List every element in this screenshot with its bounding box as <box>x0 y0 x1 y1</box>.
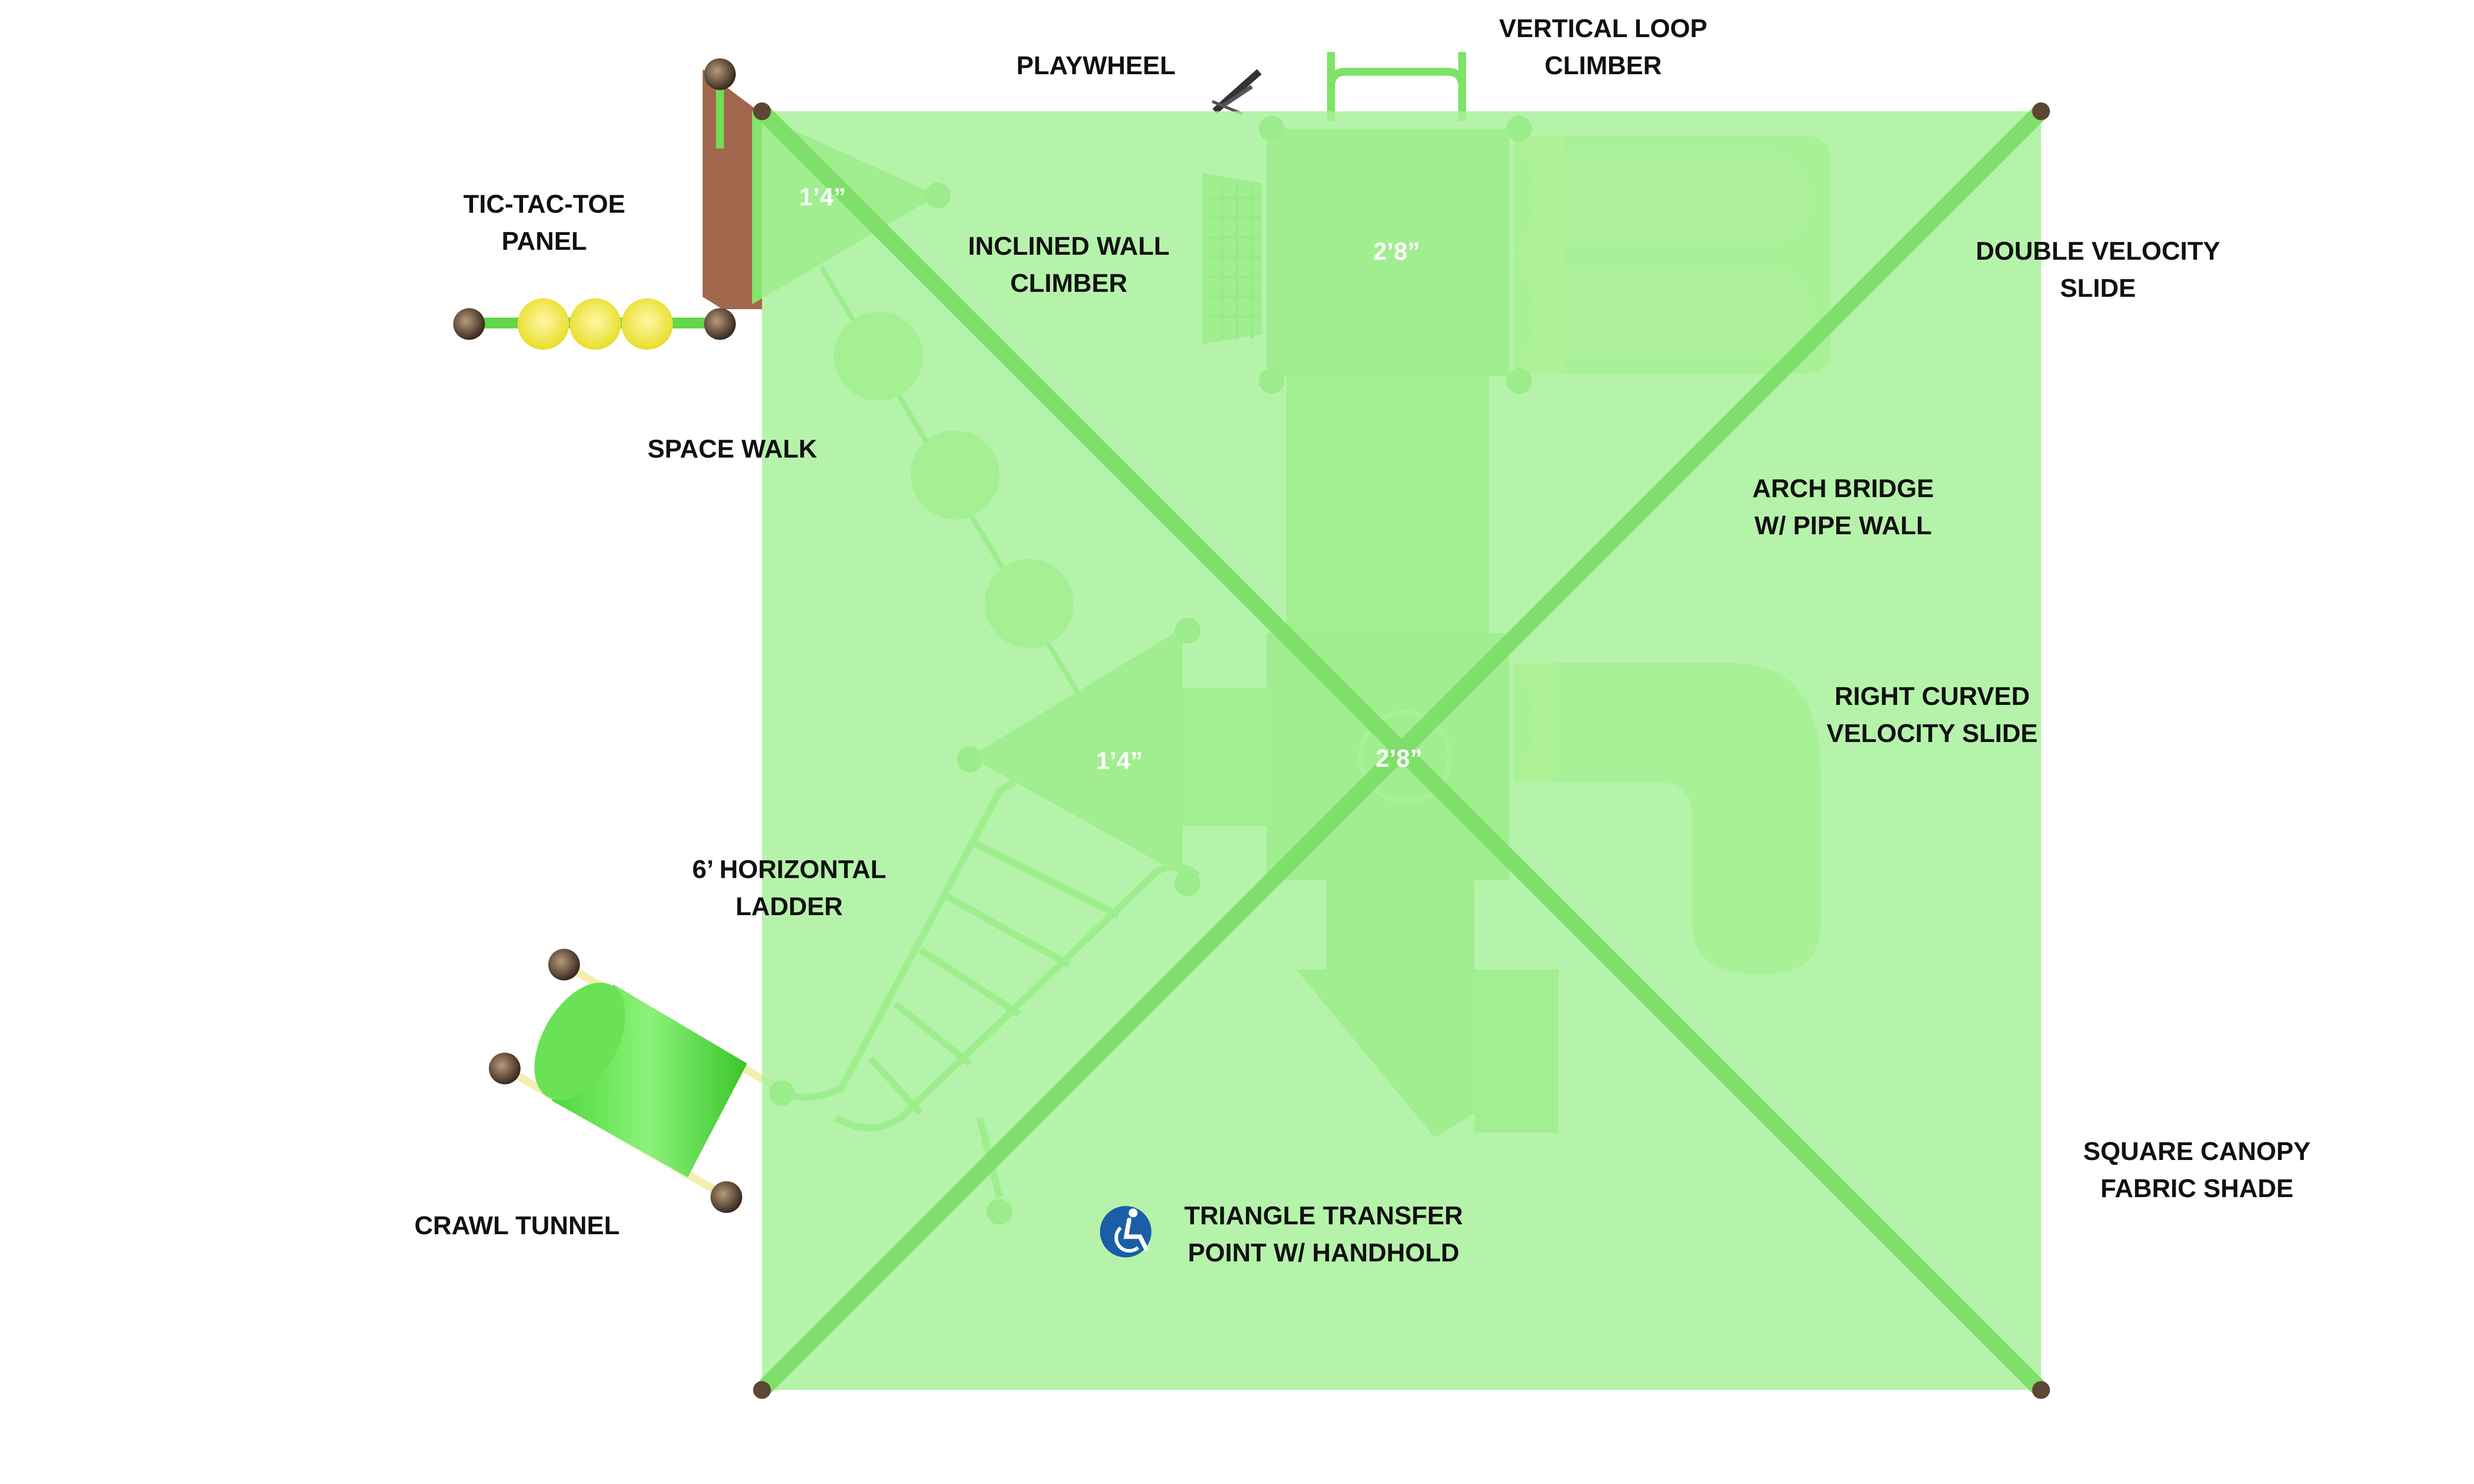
dimension-label: 2’8” <box>1373 237 1420 265</box>
component-labels: PLAYWHEEL VERTICAL LOOP CLIMBER TIC-TAC-… <box>414 14 2310 1267</box>
label-horizontal-ladder: LADDER <box>736 892 843 921</box>
tunnel-opening <box>534 982 625 1100</box>
label-double-velocity-slide: DOUBLE VELOCITY <box>1976 237 2220 266</box>
tic-tac-toe-spinner <box>518 298 569 350</box>
label-right-curved-velocity-slide: RIGHT CURVED <box>1835 682 2030 711</box>
tic-tac-toe-spinner <box>570 298 621 350</box>
tic-tac-toe-spinner <box>621 298 673 350</box>
square-canopy-fabric-shade <box>753 102 2050 1399</box>
loop-climber-bars <box>1327 52 1466 121</box>
label-double-velocity-slide: SLIDE <box>2060 274 2136 303</box>
dimension-label: 2’8” <box>1376 744 1423 772</box>
playwheel <box>1211 69 1262 115</box>
dimension-label: 1’4” <box>799 183 846 211</box>
tic-tac-toe-panel <box>453 58 762 350</box>
label-arch-bridge: ARCH BRIDGE <box>1753 474 1934 503</box>
label-playwheel: PLAYWHEEL <box>1016 51 1176 80</box>
label-inclined-wall-climber: INCLINED WALL <box>968 232 1169 261</box>
label-crawl-tunnel: CRAWL TUNNEL <box>414 1211 619 1240</box>
label-vertical-loop-climber: VERTICAL LOOP <box>1499 14 1708 43</box>
post-icon <box>489 1053 521 1084</box>
crawl-tunnel <box>489 949 789 1213</box>
playwheel-spokes <box>1221 85 1253 108</box>
vertical-loop-climber <box>1327 52 1466 121</box>
label-inclined-wall-climber: CLIMBER <box>1010 269 1128 298</box>
label-square-canopy: SQUARE CANOPY <box>2083 1137 2310 1166</box>
label-tic-tac-toe-panel: TIC-TAC-TOE <box>463 190 625 219</box>
post-icon <box>453 308 485 340</box>
canopy-cross-beam <box>756 105 2047 1396</box>
label-right-curved-velocity-slide: VELOCITY SLIDE <box>1827 719 2038 748</box>
dimension-label: 1’4” <box>1096 747 1143 775</box>
post-icon <box>2032 102 2050 120</box>
post-icon <box>2032 1381 2050 1399</box>
post-icon <box>548 949 580 980</box>
label-horizontal-ladder: 6’ HORIZONTAL <box>692 855 886 884</box>
wheelchair-accessibility-icon <box>1100 1206 1151 1257</box>
post-icon <box>704 308 736 340</box>
label-arch-bridge: W/ PIPE WALL <box>1755 511 1932 540</box>
post-icon <box>711 1181 742 1213</box>
label-triangle-transfer-point: TRIANGLE TRANSFER <box>1184 1202 1463 1230</box>
post-icon <box>753 102 771 120</box>
label-square-canopy: FABRIC SHADE <box>2100 1174 2293 1203</box>
label-vertical-loop-climber: CLIMBER <box>1545 51 1662 80</box>
label-space-walk: SPACE WALK <box>648 435 817 464</box>
post-icon <box>704 58 736 90</box>
label-triangle-transfer-point: POINT W/ HANDHOLD <box>1188 1239 1460 1267</box>
post-icon <box>753 1381 771 1399</box>
label-tic-tac-toe-panel: PANEL <box>502 227 587 256</box>
